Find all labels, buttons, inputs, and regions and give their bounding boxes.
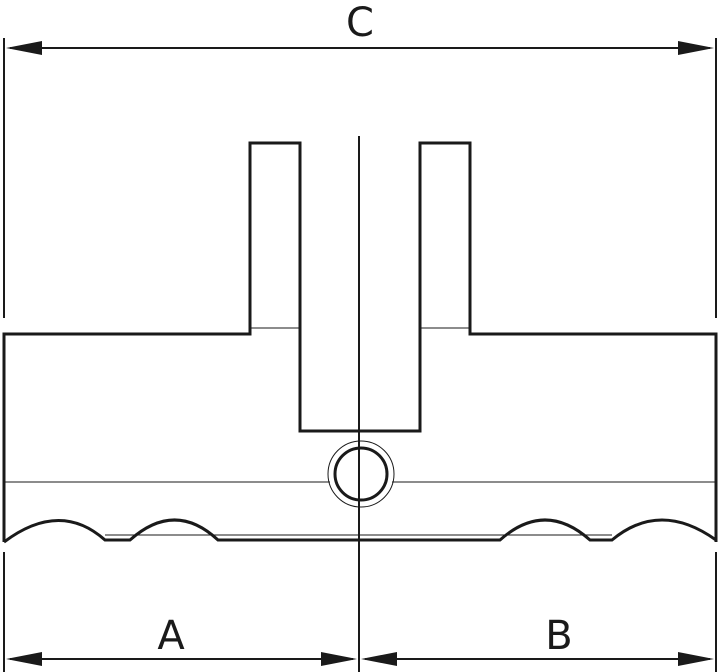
dimension-c-label: C (346, 0, 374, 46)
screw-hole-outer-ring (327, 440, 395, 508)
dimension-a-label: A (157, 613, 185, 659)
dimension-b-label: B (545, 613, 572, 659)
dimension-b-arrow-left (361, 652, 397, 666)
dimension-c-arrow-left (6, 41, 42, 55)
dimension-a-arrow-right (321, 652, 357, 666)
dimension-b-arrow-right (678, 652, 714, 666)
dimension-c: C (3, 0, 717, 318)
dimension-c-arrow-right (678, 41, 714, 55)
screw-hole (333, 446, 389, 502)
dimension-a-b: A B (3, 552, 717, 672)
dimension-a-arrow-left (6, 652, 42, 666)
fixing-screw-hole (327, 440, 395, 508)
lock-body-bottom-profile (3, 518, 717, 544)
